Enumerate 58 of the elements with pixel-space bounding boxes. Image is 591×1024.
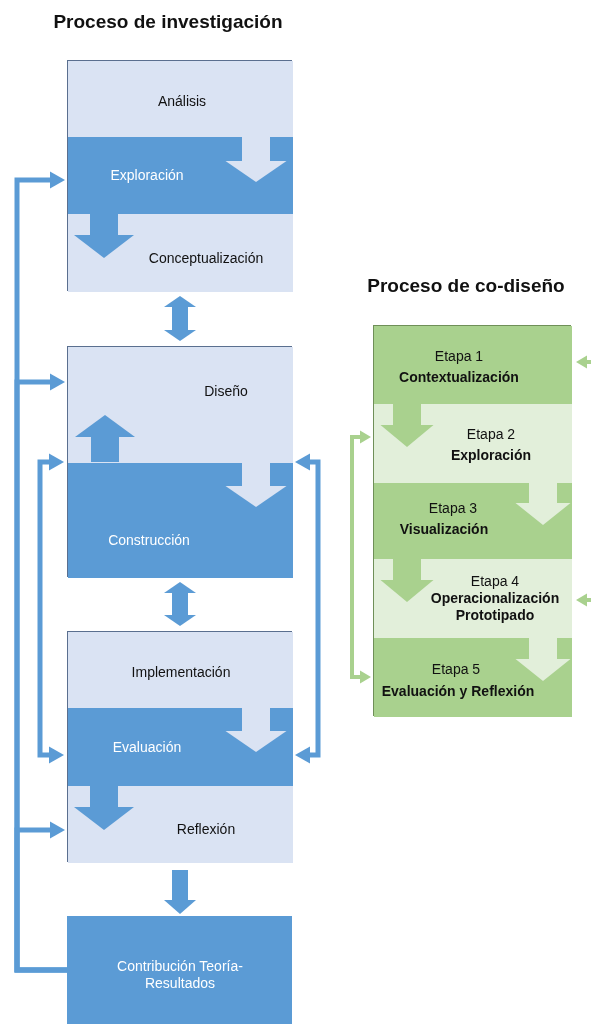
node-label: Etapa 1 bbox=[434, 347, 484, 365]
section-title: Proceso de co-diseño bbox=[367, 275, 565, 297]
block-arrow bbox=[75, 415, 135, 462]
block-arrow bbox=[225, 462, 287, 507]
node-label: Exploración bbox=[110, 166, 184, 184]
process-band bbox=[374, 638, 572, 717]
block-arrow bbox=[74, 213, 134, 258]
node-label: Implementación bbox=[131, 663, 231, 681]
node-label: Visualización bbox=[399, 520, 489, 538]
connector-arrow bbox=[14, 821, 67, 973]
process-band bbox=[68, 786, 293, 863]
process-box bbox=[67, 631, 292, 862]
process-band bbox=[68, 708, 293, 786]
block-arrow bbox=[74, 785, 134, 830]
process-box bbox=[67, 60, 292, 291]
process-band bbox=[374, 483, 572, 559]
node-label: Construcción bbox=[108, 531, 190, 549]
node-label: Evaluación y Reflexión bbox=[381, 682, 535, 700]
connector-arrow bbox=[350, 430, 371, 684]
process-band bbox=[68, 137, 293, 214]
node-label: Reflexión bbox=[176, 820, 236, 838]
diagram-title: Proceso de investigación bbox=[53, 11, 283, 33]
process-band bbox=[374, 559, 572, 638]
block-arrow bbox=[380, 403, 434, 447]
connector-arrow bbox=[295, 453, 321, 764]
connector-arrow bbox=[576, 355, 591, 369]
block-arrow bbox=[515, 637, 571, 681]
process-band bbox=[374, 326, 572, 404]
block-arrow bbox=[515, 482, 571, 525]
node-label: Etapa 4 bbox=[470, 572, 520, 590]
process-box bbox=[373, 325, 571, 716]
node-label: Exploración bbox=[450, 446, 532, 464]
process-band bbox=[68, 347, 293, 463]
block-arrow bbox=[380, 558, 434, 602]
block-arrow bbox=[225, 136, 287, 182]
block-arrow bbox=[164, 582, 196, 626]
node-label: Contribución Teoría-Resultados bbox=[116, 958, 244, 992]
node-label: Conceptualización bbox=[148, 249, 264, 267]
node-label: Etapa 2 bbox=[466, 425, 516, 443]
process-band bbox=[374, 404, 572, 483]
process-band bbox=[68, 632, 293, 708]
process-band bbox=[68, 463, 293, 578]
process-band bbox=[67, 916, 292, 1024]
process-band bbox=[68, 214, 293, 292]
block-arrow bbox=[225, 707, 287, 752]
connector-arrow bbox=[37, 453, 64, 764]
node-label: Operacionalización Prototipado bbox=[429, 590, 561, 624]
process-band bbox=[68, 61, 293, 137]
node-label: Etapa 3 bbox=[428, 499, 478, 517]
node-label: Análisis bbox=[157, 92, 207, 110]
node-label: Contextualización bbox=[399, 368, 519, 386]
connector-arrow bbox=[576, 593, 591, 607]
node-label: Evaluación bbox=[112, 738, 182, 756]
block-arrow bbox=[164, 870, 196, 914]
node-label: Diseño bbox=[204, 382, 248, 400]
node-label: Etapa 5 bbox=[431, 660, 481, 678]
block-arrow bbox=[164, 296, 196, 341]
process-box bbox=[67, 346, 292, 577]
